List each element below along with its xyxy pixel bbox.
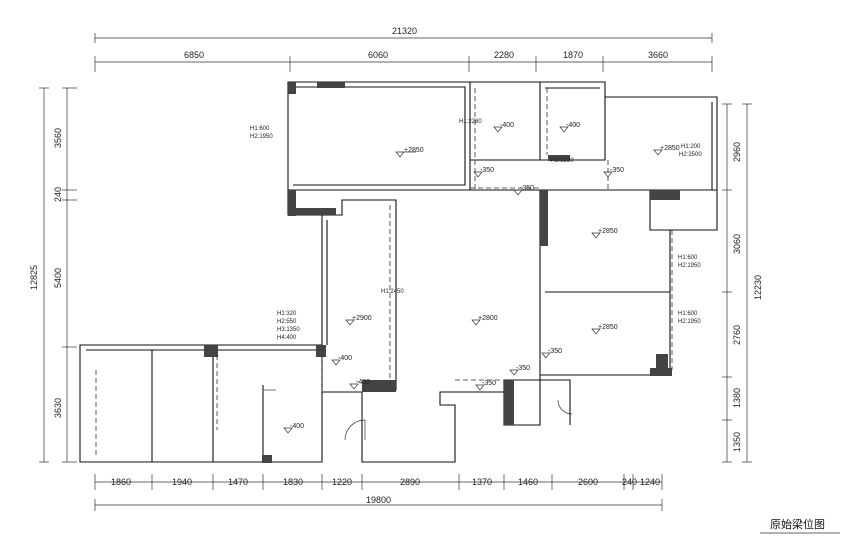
bottom-dim-2: 1940 — [172, 477, 192, 487]
level-marker: -350 — [509, 365, 530, 376]
beam-note: H1:200 — [681, 144, 701, 150]
top-dim-3: 2280 — [494, 50, 514, 60]
level-marker: -350 — [475, 380, 496, 391]
beam-note: H1:2450 — [381, 289, 404, 295]
svg-text:-400: -400 — [566, 122, 580, 129]
svg-text:-350: -350 — [516, 365, 530, 372]
doors — [264, 389, 573, 441]
bottom-total-dim: 19800 — [366, 495, 391, 505]
level-marker: +2850 — [395, 147, 424, 158]
svg-text:-350: -350 — [610, 167, 624, 174]
walls — [79, 81, 718, 463]
bottom-dimension-chain: 1860 1940 1470 1830 1220 2890 1370 1460 … — [94, 474, 663, 511]
level-markers: +2850 -400 -400 +2850 +2850 +2850 +2900 … — [283, 122, 680, 434]
level-marker: +2800 — [471, 315, 498, 326]
bottom-dim-7: 1370 — [472, 477, 492, 487]
level-marker: -350 — [473, 167, 494, 178]
beam-note: H2:1950 — [250, 134, 273, 140]
level-marker: -400 — [559, 122, 580, 133]
beam-note: H3:1350 — [277, 327, 300, 333]
left-total-dim: 12825 — [29, 265, 39, 290]
level-marker: -400 — [493, 122, 514, 133]
svg-text:+2850: +2850 — [598, 324, 618, 331]
level-marker: -350 — [603, 167, 624, 178]
beam-note: H2:1950 — [678, 319, 701, 325]
bottom-dim-5: 1220 — [332, 477, 352, 487]
level-marker: +2900 — [345, 315, 372, 326]
svg-text:-400: -400 — [356, 379, 370, 386]
svg-text:+2850: +2850 — [404, 147, 424, 154]
svg-text:+2800: +2800 — [478, 315, 498, 322]
right-dimension-chain: 12230 2960 3060 2760 1380 1350 — [722, 103, 763, 463]
left-dim-3: 5400 — [53, 268, 63, 288]
level-marker: +2850 — [653, 145, 680, 156]
svg-text:-350: -350 — [520, 185, 534, 192]
svg-text:-350: -350 — [480, 167, 494, 174]
left-dimension-chain: 12825 3560 240 5400 3630 — [29, 87, 77, 463]
bottom-dim-11: 1240 — [640, 477, 660, 487]
left-dim-4: 3630 — [53, 398, 63, 418]
svg-text:-400: -400 — [290, 423, 304, 430]
top-dimension-chain: 21320 6850 6060 2280 1870 3660 — [94, 26, 713, 72]
right-dim-2: 3060 — [732, 234, 742, 254]
svg-text:-400: -400 — [500, 122, 514, 129]
right-total-dim: 12230 — [753, 275, 763, 300]
level-marker: -400 — [349, 379, 370, 390]
bottom-dim-6: 2890 — [400, 477, 420, 487]
beam-note: H1:600 — [250, 126, 270, 132]
top-dim-1: 6850 — [184, 50, 204, 60]
left-dim-2: 240 — [53, 187, 63, 202]
top-dim-5: 3660 — [648, 50, 668, 60]
beam-lines — [95, 88, 673, 455]
right-dim-3: 2760 — [732, 325, 742, 345]
level-marker: -400 — [283, 423, 304, 434]
left-dim-1: 3560 — [53, 128, 63, 148]
beam-note: H1:600 — [678, 255, 698, 261]
svg-text:-400: -400 — [338, 355, 352, 362]
beam-note: H2:550 — [277, 319, 297, 325]
structural-columns — [204, 82, 680, 463]
top-dim-2: 6060 — [368, 50, 388, 60]
bottom-dim-9: 2600 — [578, 477, 598, 487]
svg-text:+2850: +2850 — [660, 145, 680, 152]
right-dim-1: 2960 — [732, 142, 742, 162]
bottom-dim-10: 240 — [622, 477, 637, 487]
svg-text:+2850: +2850 — [598, 228, 618, 235]
beam-note: H1:600 — [678, 311, 698, 317]
beam-note: H4:400 — [277, 335, 297, 341]
right-dim-4: 1380 — [732, 388, 742, 408]
drawing-title: 原始梁位图 — [760, 517, 840, 534]
level-marker: +2850 — [591, 324, 618, 335]
drawing-title-text: 原始梁位图 — [770, 517, 825, 531]
level-marker: -400 — [331, 355, 352, 366]
beam-note: H1:2280 — [459, 119, 482, 125]
svg-text:+2900: +2900 — [352, 315, 372, 322]
beam-note: H1:320 — [277, 311, 297, 317]
level-marker: -350 — [541, 348, 562, 359]
beam-note: H2:2280 — [551, 158, 574, 164]
beam-note: H2:1950 — [678, 263, 701, 269]
bottom-dim-1: 1860 — [111, 477, 131, 487]
svg-text:-350: -350 — [482, 380, 496, 387]
level-marker: -350 — [513, 185, 534, 196]
bottom-dim-4: 1830 — [283, 477, 303, 487]
beam-note: H2:2500 — [679, 152, 702, 158]
svg-text:-350: -350 — [548, 348, 562, 355]
level-marker: +2850 — [591, 228, 618, 239]
bottom-dim-8: 1460 — [518, 477, 538, 487]
top-dim-4: 1870 — [563, 50, 583, 60]
top-total-dim: 21320 — [392, 26, 417, 36]
bottom-dim-3: 1470 — [228, 477, 248, 487]
right-dim-5: 1350 — [732, 432, 742, 452]
beam-notes: H1:600 H2:1950 H1:2280 H1:200 H2:2500 H2… — [250, 119, 702, 341]
